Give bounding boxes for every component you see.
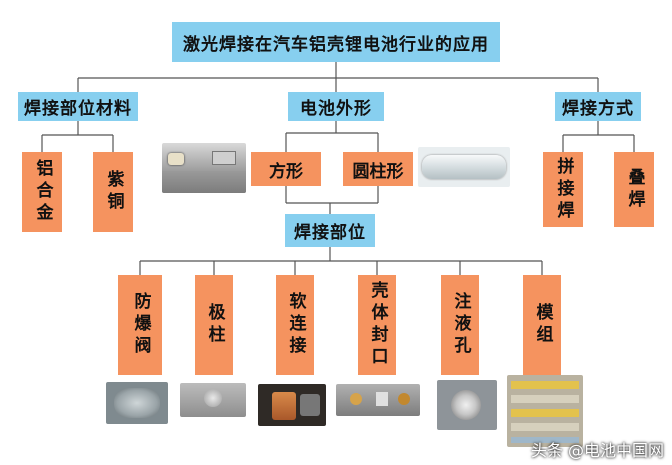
position-soft-connection: 软连接: [276, 275, 314, 375]
pole-image: [180, 383, 246, 417]
method-butt-weld: 拼接焊: [543, 152, 583, 227]
shape-cylindrical: 圆柱形: [343, 152, 413, 186]
watermark: 头条 @电池中国网: [530, 441, 664, 460]
material-aluminum: 铝合金: [22, 152, 62, 232]
material-copper: 紫铜: [93, 152, 133, 232]
prismatic-battery-image: [162, 143, 246, 193]
method-lap-weld: 叠焊: [614, 152, 654, 227]
soft-connection-image: [258, 384, 326, 426]
position-module: 模组: [523, 275, 561, 375]
diagram-title: 激光焊接在汽车铝壳锂电池行业的应用: [172, 22, 500, 62]
shell-seal-image: [336, 384, 420, 416]
cylindrical-battery-image: [418, 147, 510, 187]
position-fill-hole: 注液孔: [441, 275, 479, 375]
category-material: 焊接部位材料: [18, 92, 138, 121]
fill-hole-image: [437, 380, 497, 430]
explosion-valve-image: [106, 382, 168, 424]
position-explosion-valve: 防爆阀: [118, 275, 162, 375]
weld-position-node: 焊接部位: [285, 214, 375, 247]
position-shell-seal: 壳体封口: [358, 275, 396, 375]
category-shape: 电池外形: [288, 92, 384, 121]
position-pole: 极柱: [195, 275, 233, 375]
category-method: 焊接方式: [555, 92, 641, 121]
module-image: [507, 375, 583, 447]
shape-prismatic: 方形: [251, 152, 321, 186]
